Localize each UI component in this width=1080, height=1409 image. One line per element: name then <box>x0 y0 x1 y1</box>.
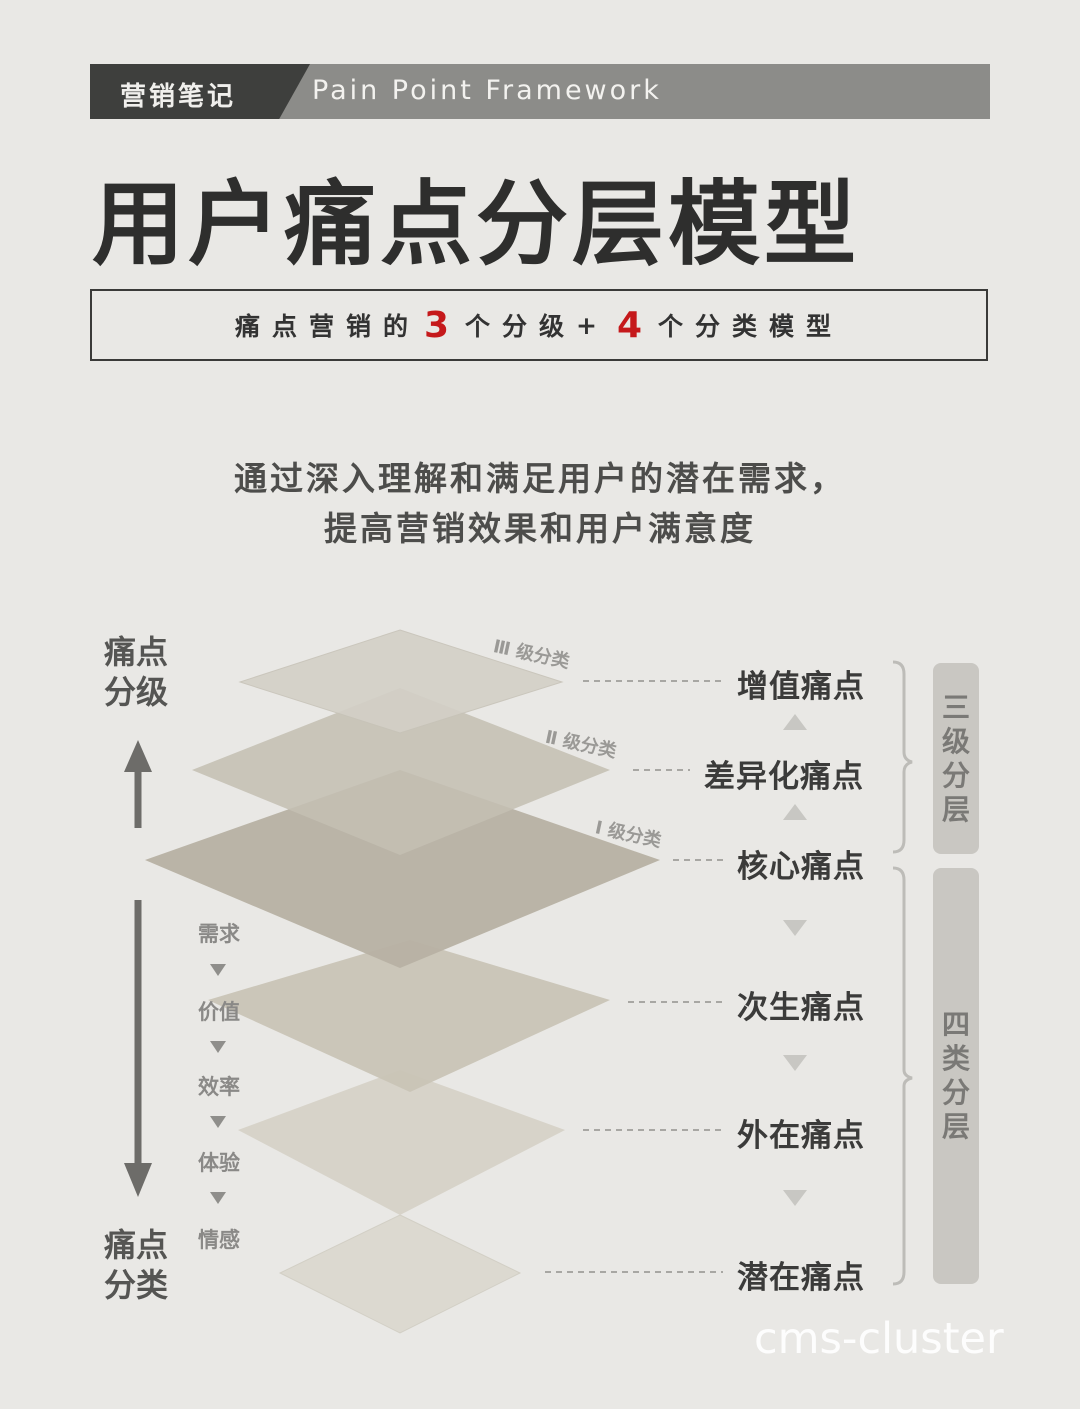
level-tag-1: Ⅰ 级分类 <box>593 817 664 852</box>
subtitle-plus: + <box>576 310 609 340</box>
side-group-four-types: 四类分层 <box>933 868 979 1284</box>
arrow-down-1-icon <box>783 920 807 936</box>
subtitle-box: 痛点营销的 3 个分级 + 4 个分类模型 <box>90 289 988 361</box>
cat-arrow-4-icon <box>210 1192 226 1204</box>
side-group-three-levels: 三级分层 <box>933 663 979 854</box>
description-line2: 提高营销效果和用户满意度 <box>324 509 756 548</box>
header-bar: 营销笔记 Pain Point Framework <box>90 64 990 119</box>
arrow-up-1-icon <box>783 714 807 730</box>
level-tag-2: Ⅱ 级分类 <box>543 726 619 763</box>
subtitle-part3: 个分类模型 <box>658 312 844 341</box>
subtitle-part2: 个分级 <box>465 312 577 341</box>
side-group-three-levels-label: 三级分层 <box>941 690 970 826</box>
pain-point-label: 外在痛点 <box>737 1118 865 1154</box>
pain-point-label: 核心痛点 <box>737 849 865 885</box>
axis-label-grading: 痛点分级 <box>104 633 169 711</box>
cat-arrow-2-icon <box>210 1041 226 1053</box>
pain-point-label: 差异化痛点 <box>704 759 864 795</box>
side-group-four-types-label: 四类分层 <box>941 1008 970 1143</box>
down-arrow-icon <box>124 900 152 1197</box>
header-tag-label: 营销笔记 <box>120 82 237 112</box>
axis-label-classification: 痛点分类 <box>104 1226 169 1304</box>
plane-differentiated <box>192 688 610 855</box>
category-item: 价值 <box>198 1000 240 1024</box>
arrow-down-2-icon <box>783 1055 807 1071</box>
category-item: 体验 <box>198 1151 240 1175</box>
up-arrow-icon <box>124 740 152 828</box>
plane-external <box>238 1070 565 1215</box>
header-subtitle: Pain Point Framework <box>312 75 662 106</box>
pain-point-label: 增值痛点 <box>737 669 865 705</box>
description-line1: 通过深入理解和满足用户的潜在需求， <box>234 459 846 498</box>
subtitle-num2: 4 <box>616 304 655 346</box>
category-item: 效率 <box>198 1075 240 1099</box>
pain-point-label: 潜在痛点 <box>737 1260 865 1296</box>
watermark: cms-cluster <box>754 1314 1004 1364</box>
level-tag-3: Ⅲ 级分类 <box>491 636 572 673</box>
subtitle-num1: 3 <box>423 304 462 346</box>
subtitle-part1: 痛点营销的 <box>234 312 420 341</box>
header-tag: 营销笔记 <box>90 64 310 119</box>
category-item: 情感 <box>198 1228 240 1252</box>
plane-latent <box>278 1214 522 1334</box>
bracket-three-levels <box>892 660 913 854</box>
cat-arrow-1-icon <box>210 964 226 976</box>
arrow-up-2-icon <box>783 804 807 820</box>
plane-secondary <box>208 940 610 1092</box>
category-item: 需求 <box>198 922 240 946</box>
bracket-four-types <box>892 866 913 1286</box>
pain-point-label: 次生痛点 <box>737 990 865 1026</box>
page-title: 用户痛点分层模型 <box>92 171 861 278</box>
cat-arrow-3-icon <box>210 1116 226 1128</box>
arrow-down-3-icon <box>783 1190 807 1206</box>
